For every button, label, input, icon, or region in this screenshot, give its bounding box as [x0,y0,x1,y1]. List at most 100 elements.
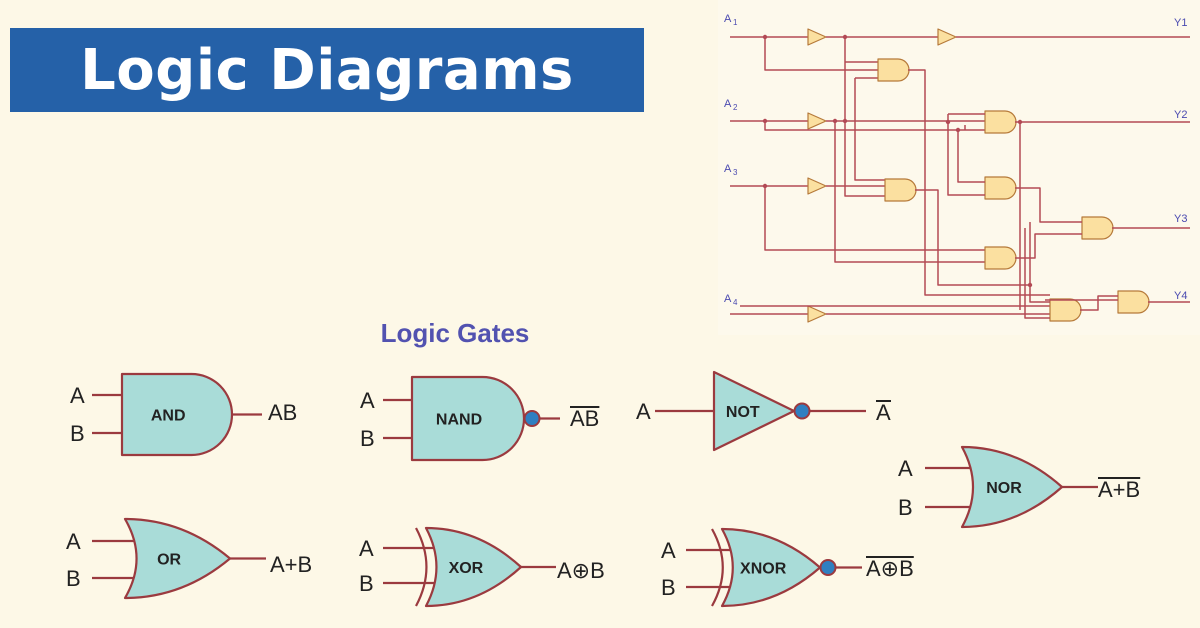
gate-input-label: B [898,495,913,520]
circuit-input-subscript: 3 [733,168,738,177]
circuit-and-gate-7 [1049,298,1082,322]
circuit-wire [764,37,878,71]
gate-body [424,526,523,608]
gate-or: AB OR A+B [66,517,312,600]
circuit-buffer [807,177,827,195]
gate-input-label: A [898,456,913,481]
gate-input-label: A [661,538,676,563]
xor-extra-arc [415,527,428,607]
title-banner: Logic Diagrams [10,28,644,112]
gate-xnor: AB XNOR A⊕B [661,527,914,608]
circuit-wire [1024,228,1050,319]
gate-output-label: A⊕B [557,558,605,583]
circuit-panel [718,0,1200,335]
junction-dot [762,118,768,124]
circuit-wire [957,130,985,183]
circuit-wire [915,189,1030,286]
gate-name-label: OR [157,552,181,569]
gate-name-label: NOR [986,480,1022,497]
circuit-wire [854,78,885,181]
gate-input-label: B [359,571,374,596]
gate-body [960,445,1064,529]
xor-extra-arc [711,528,724,607]
circuit-output-label: Y3 [1174,213,1187,225]
junction-dot [955,127,961,133]
gate-output-label: AB [570,406,599,431]
circuit-input-subscript: 1 [733,18,738,27]
circuit-wire [764,186,985,251]
circuit-and-gate-5 [984,246,1017,270]
circuit-wire [834,121,985,263]
gate-input-label: B [360,426,375,451]
circuit-input-label: A [724,98,732,110]
gate-output-label: A+B [1098,477,1140,502]
circuit-output-label: Y2 [1174,109,1187,121]
section-title: Logic Gates [381,318,530,348]
junction-dot [762,34,768,40]
circuit-wire [1080,295,1118,311]
junction-dot [762,183,768,189]
circuit-and-gate-4 [984,176,1017,200]
circuit-input-subscript: 4 [733,298,738,307]
inversion-bubble [793,402,811,420]
gate-input-label: A [360,388,375,413]
circuit-input-label: A [724,293,732,305]
circuit-wire [1015,187,1082,223]
circuit-buffer [807,305,827,323]
circuit-input-label: A [724,163,732,175]
gate-nor: AB NOR A+B [898,445,1141,529]
circuit-and-gate-8 [1117,290,1150,314]
circuit-output-label: Y4 [1174,290,1187,302]
gate-not: A NOT A [636,370,891,452]
junction-dot [1027,282,1033,288]
gate-name-label: AND [151,408,186,425]
gate-output-label: AB [268,400,297,425]
gate-nand: AB NAND AB [360,375,600,462]
gate-name-label: NOT [726,404,760,421]
gate-input-label: A [66,529,81,554]
gate-name-label: XNOR [740,561,787,578]
gate-output-label: A+B [270,552,312,577]
circuit-buffer [937,28,957,46]
junction-dot [945,119,951,125]
circuit-output-label: Y1 [1174,17,1187,29]
gate-body [120,372,234,457]
gate-body [720,527,822,608]
inversion-bubble [819,559,837,576]
junction-dot [1017,119,1023,125]
inversion-bubble [523,410,541,427]
circuit-input-label: A [724,13,732,25]
gate-input-label: B [70,421,85,446]
gate-input-label: A [636,399,651,424]
circuit-input-subscript: 2 [733,103,738,112]
junction-dot [832,118,838,124]
gate-input-label: A [359,536,374,561]
gate-input-label: B [66,566,81,591]
circuit-and-gate-2 [884,178,917,202]
circuit-wire [844,37,885,197]
circuit-wire [947,114,985,196]
circuit-and-gate-1 [877,58,910,82]
gate-output-label: A⊕B [866,556,914,581]
gate-input-label: A [70,383,85,408]
circuit-and-gate-6 [1081,216,1114,240]
gate-and: AB AND AB [70,372,297,457]
gate-output-label: A [876,400,891,425]
circuit-buffer [807,112,827,130]
junction-dot [842,118,848,124]
circuit-and-gate-3 [984,110,1017,134]
gate-body [123,517,232,600]
gate-xor: AB XOR A⊕B [359,526,605,608]
gate-input-label: B [661,575,676,600]
circuit-buffer [807,28,827,46]
circuit-wire [764,121,985,131]
circuit-wire [1029,222,1050,303]
gate-name-label: XOR [449,560,484,577]
junction-dot [842,34,848,40]
circuit-wire [908,69,1050,296]
gate-name-label: NAND [436,412,482,429]
page-title: Logic Diagrams [80,37,574,103]
